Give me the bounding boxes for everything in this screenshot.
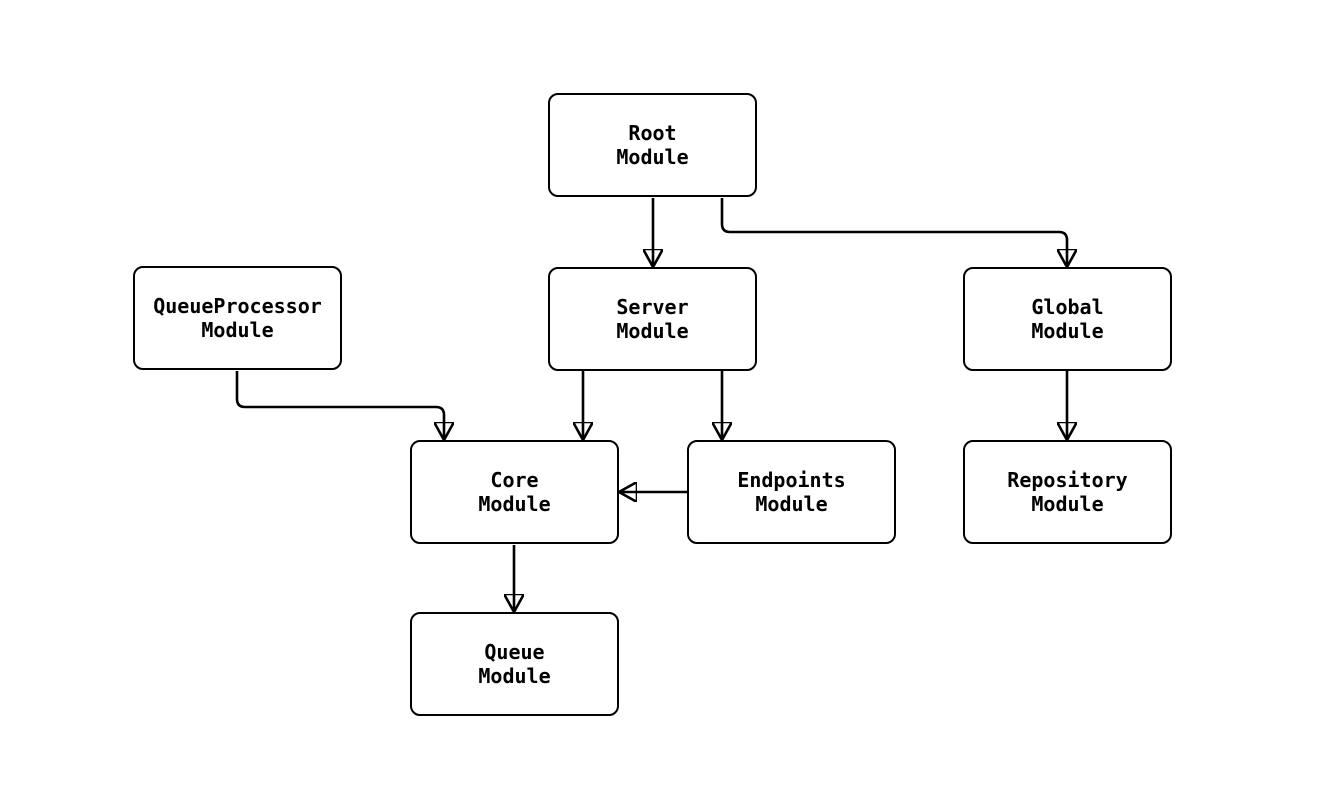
node-label-line: Global (1031, 295, 1104, 319)
node-label-line: Queue (484, 640, 545, 664)
edge-queueprocessor-to-core (235, 371, 444, 439)
node-core-module: Core Module (410, 440, 619, 544)
node-label-line: Module (1031, 492, 1104, 516)
node-root-module: Root Module (548, 93, 757, 197)
node-label-line: Endpoints (737, 468, 846, 492)
node-label-line: Module (616, 145, 689, 169)
node-label-line: Module (1031, 319, 1104, 343)
edge-root-to-global (720, 198, 1067, 266)
node-label-line: Server (616, 295, 689, 319)
node-label-line: Module (616, 319, 689, 343)
node-repository-module: Repository Module (963, 440, 1172, 544)
node-endpoints-module: Endpoints Module (687, 440, 896, 544)
node-label-line: QueueProcessor (153, 294, 322, 318)
node-label-line: Module (201, 318, 274, 342)
node-server-module: Server Module (548, 267, 757, 371)
node-queue-module: Queue Module (410, 612, 619, 716)
node-label-line: Root (628, 121, 677, 145)
node-label-line: Module (755, 492, 828, 516)
node-global-module: Global Module (963, 267, 1172, 371)
node-label-line: Core (490, 468, 539, 492)
node-label-line: Module (478, 492, 551, 516)
node-queueprocessor-module: QueueProcessor Module (133, 266, 342, 370)
node-label-line: Repository (1007, 468, 1128, 492)
node-label-line: Module (478, 664, 551, 688)
